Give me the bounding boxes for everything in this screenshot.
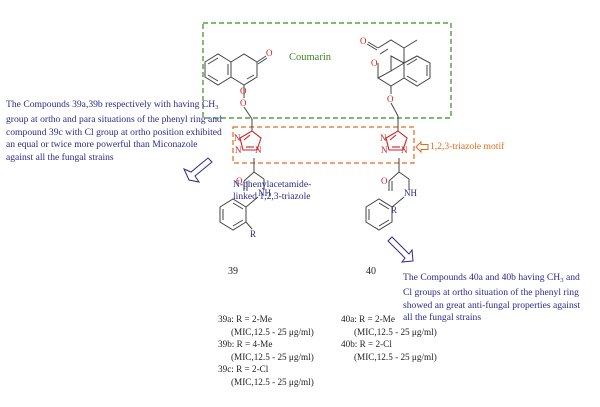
- atom-o-ether-40: O: [387, 94, 394, 104]
- molecule-39: [204, 53, 268, 231]
- left-note-part-2: group at ortho and para situations of th…: [6, 114, 222, 163]
- atom-o-carbonyl-40: O: [360, 36, 367, 46]
- acetamide-label-line1: N-phenylacetamide-: [233, 179, 312, 190]
- atom-n3-39: N: [235, 145, 242, 155]
- atom-o-amide-39: O: [236, 176, 243, 186]
- series-39-item: 39b: R = 4-Me(MIC,12.5 - 25 μg/ml): [218, 338, 314, 363]
- atom-n-39: N: [234, 133, 241, 143]
- atom-n-40: N: [380, 133, 387, 143]
- series-39-item: 39a: R = 2-Me (MIC,12.5 - 25 μg/ml): [218, 313, 314, 338]
- atom-o-carbonyl-39: O: [266, 48, 273, 58]
- series-40-item-mic: (MIC,12.5 - 25 μg/ml): [354, 351, 437, 362]
- series-39-item-name: 39a: R = 2-Me: [218, 314, 272, 324]
- molecule-40: [365, 39, 431, 231]
- triazole-motif-label: 1,2,3-triazole motif: [430, 141, 505, 152]
- atom-nh-40: NH: [404, 188, 417, 198]
- series-39-list: 39a: R = 2-Me (MIC,12.5 - 25 μg/ml) 39b: …: [218, 313, 314, 389]
- triazole-ring-40: [385, 130, 408, 151]
- atom-n3-40: N: [381, 145, 388, 155]
- series-40-item: 40a: R = 2-Me (MIC,12.5 - 25 μg/ml): [341, 313, 437, 338]
- triazole-motif-arrow: [415, 140, 429, 154]
- atom-r-39: R: [250, 229, 256, 239]
- right-note-part-2: and Cl groups at ortho situation of the …: [403, 272, 581, 324]
- right-note-subscript: 3: [560, 277, 564, 284]
- series-39-item-mic: (MIC,12.5 - 25 μg/ml): [231, 351, 314, 362]
- series-39-item-mic: (MIC,12.5 - 25 μg/ml): [231, 376, 314, 387]
- right-note: The Compounds 40a and 40b having CH3 and…: [403, 272, 591, 325]
- atom-o-ring-40: O: [371, 58, 378, 68]
- left-note-part-1: The Compounds 39a,39b respectively with …: [6, 99, 216, 110]
- acetamide-label-line2: linked 1,2,3-triazole: [233, 191, 311, 202]
- atom-nh-39: NH: [258, 188, 271, 198]
- series-39-item-mic: (MIC,12.5 - 25 μg/ml): [231, 326, 314, 337]
- series-40-item-name: 40a: R = 2-Me: [341, 314, 395, 324]
- left-note: The Compounds 39a,39b respectively with …: [6, 99, 224, 164]
- compound-39-label: 39: [228, 266, 238, 277]
- triazole-ring-39: [239, 130, 262, 151]
- acetamide-label: N-phenylacetamide- linked 1,2,3-triazole: [233, 179, 353, 203]
- atom-n1-39: N: [255, 145, 262, 155]
- atom-o-ring-39: O: [240, 86, 247, 96]
- series-40-item-mic: (MIC,12.5 - 25 μg/ml): [354, 326, 437, 337]
- atom-o-amide-40: O: [381, 176, 388, 186]
- series-40-item: 40b: R = 2-Cl(MIC,12.5 - 25 μg/ml): [341, 338, 437, 363]
- compound-40-label: 40: [366, 266, 376, 277]
- series-39-item-name: 39c: R = 2-Cl: [218, 364, 269, 375]
- right-note-arrow: [387, 236, 414, 263]
- series-40-list: 40a: R = 2-Me (MIC,12.5 - 25 μg/ml) 40b: …: [341, 313, 437, 363]
- atom-o-ether-39: O: [240, 98, 247, 108]
- atom-n1-40: N: [401, 145, 408, 155]
- series-39-item-name: 39b: R = 4-Me: [218, 339, 273, 350]
- coumarin-label: Coumarin: [289, 52, 331, 63]
- coumarin-box: [202, 22, 452, 119]
- atom-r-40: R: [391, 205, 397, 215]
- left-note-arrow: [183, 157, 213, 183]
- series-40-item-name: 40b: R = 2-Cl: [341, 339, 392, 350]
- triazole-box: [232, 126, 415, 164]
- series-39-item: 39c: R = 2-Cl(MIC,12.5 - 25 μg/ml): [218, 363, 314, 388]
- right-note-part-1: The Compounds 40a and 40b having CH: [403, 272, 561, 283]
- left-note-subscript: 3: [215, 104, 219, 111]
